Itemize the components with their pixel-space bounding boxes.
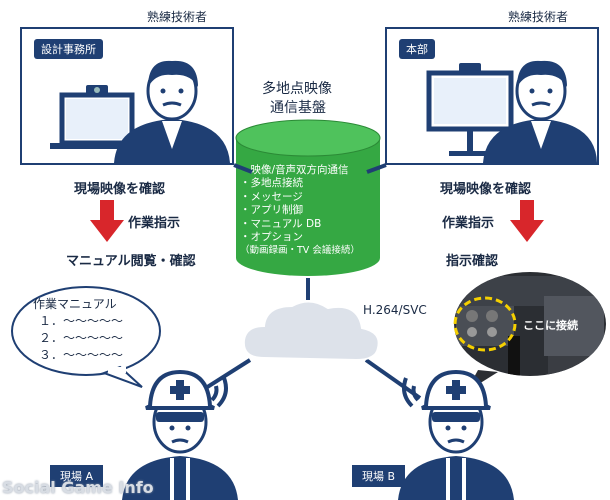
watermark: Social Game Info [2, 478, 154, 497]
worker-person-icon [398, 369, 514, 500]
platform-title-line2: 通信基盤 [270, 100, 326, 116]
manual-title: 作業マニュアル [33, 297, 117, 311]
equipment-photo-bubble [453, 272, 606, 392]
expert-person-icon [114, 60, 230, 163]
photo-bubble-label: ここに接続 [523, 319, 578, 332]
feature-item: ・オプション [240, 231, 303, 244]
office-tag-design: 設計事務所 [34, 39, 103, 59]
worker-a-illustration [122, 369, 238, 500]
database-cylinder-icon [235, 119, 381, 276]
office-tag-hq: 本部 [399, 39, 435, 59]
feature-item: ・マニュアル DB [240, 217, 322, 230]
left-expert-panel: 設計事務所 [20, 27, 234, 165]
video-terminal-icon [426, 63, 514, 156]
codec-label: H.264/SVC [363, 303, 427, 317]
right-role-label: 熟練技術者 [508, 10, 569, 24]
wireless-signal-icon [402, 377, 420, 408]
feature-item: ・多地点接続 [240, 177, 303, 190]
manual-item: ２．～～～～～ [39, 331, 124, 345]
right-expert-panel: 本部 [385, 27, 599, 165]
left-role-label: 熟練技術者 [147, 10, 208, 24]
cloud-network-icon [242, 300, 380, 362]
site-a-tag: 現場 A [50, 465, 104, 487]
left-down-arrow [90, 200, 124, 242]
manual-bubble-content: 作業マニュアル １．～～～～～ ２．～～～～～ ３．～～～～～ [33, 296, 123, 364]
manual-speech-bubble [11, 286, 161, 388]
right-worker-action: 指示確認 [446, 254, 499, 269]
feature-item: ・アプリ制御 [240, 204, 303, 217]
laptop-icon [50, 85, 150, 149]
manual-item: ３．～～～～～ [39, 348, 124, 362]
feature-item: ・映像/音声双方向通信 [240, 164, 349, 176]
right-instruction-label: 作業指示 [442, 216, 495, 231]
expert-person-icon [483, 60, 597, 163]
expert-illustration-left [50, 60, 230, 163]
platform-feature-list: ・映像/音声双方向通信 ・多地点接続 ・メッセージ ・アプリ制御 ・マニュアル … [240, 164, 360, 258]
left-worker-action: マニュアル閲覧・確認 [66, 254, 196, 269]
manual-item: １．～～～～～ [39, 314, 124, 328]
feature-item: （動画録画・TV 会議接続） [240, 245, 360, 257]
platform-title-line1: 多地点映像 [262, 81, 332, 97]
worker-person-icon [122, 369, 238, 500]
feature-item: ・メッセージ [240, 190, 303, 203]
worker-b-illustration [398, 369, 514, 500]
wireless-signal-icon [210, 377, 228, 408]
site-b-tag: 現場 B [352, 465, 406, 487]
left-action-label: 現場映像を確認 [74, 182, 166, 197]
expert-illustration-right [426, 60, 597, 163]
right-down-arrow [510, 200, 544, 242]
left-instruction-label: 作業指示 [128, 216, 181, 231]
right-action-label: 現場映像を確認 [440, 182, 532, 197]
